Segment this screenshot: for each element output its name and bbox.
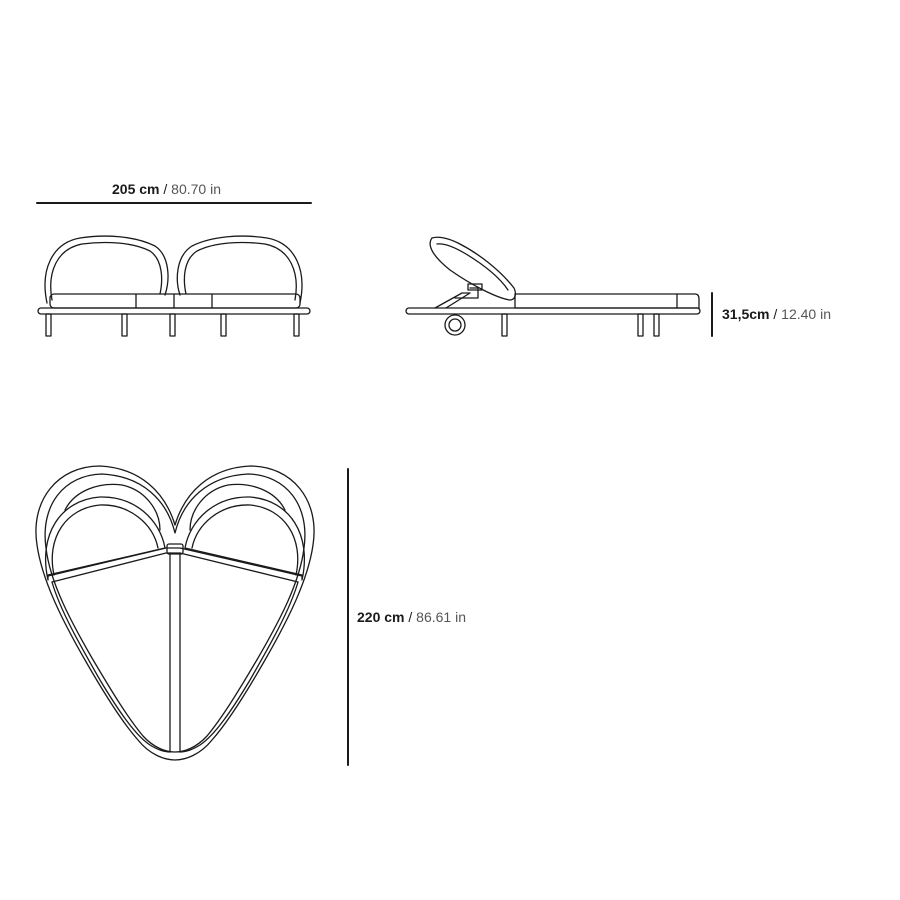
width-dimension-label: 205 cm / 80.70 in (112, 181, 221, 197)
width-imperial: 80.70 in (171, 181, 221, 197)
width-separator: / (159, 181, 172, 197)
length-dimension-label: 220 cm / 86.61 in (357, 609, 466, 625)
top-view (35, 465, 315, 761)
length-imperial: 86.61 in (416, 609, 466, 625)
side-view (405, 236, 701, 337)
height-imperial: 12.40 in (781, 306, 831, 322)
height-dimension-label: 31,5cm / 12.40 in (722, 306, 831, 322)
length-separator: / (404, 609, 417, 625)
height-separator: / (769, 306, 782, 322)
length-metric: 220 cm (357, 609, 405, 625)
width-metric: 205 cm (112, 181, 160, 197)
height-metric: 31,5cm (722, 306, 770, 322)
front-view (37, 235, 311, 337)
